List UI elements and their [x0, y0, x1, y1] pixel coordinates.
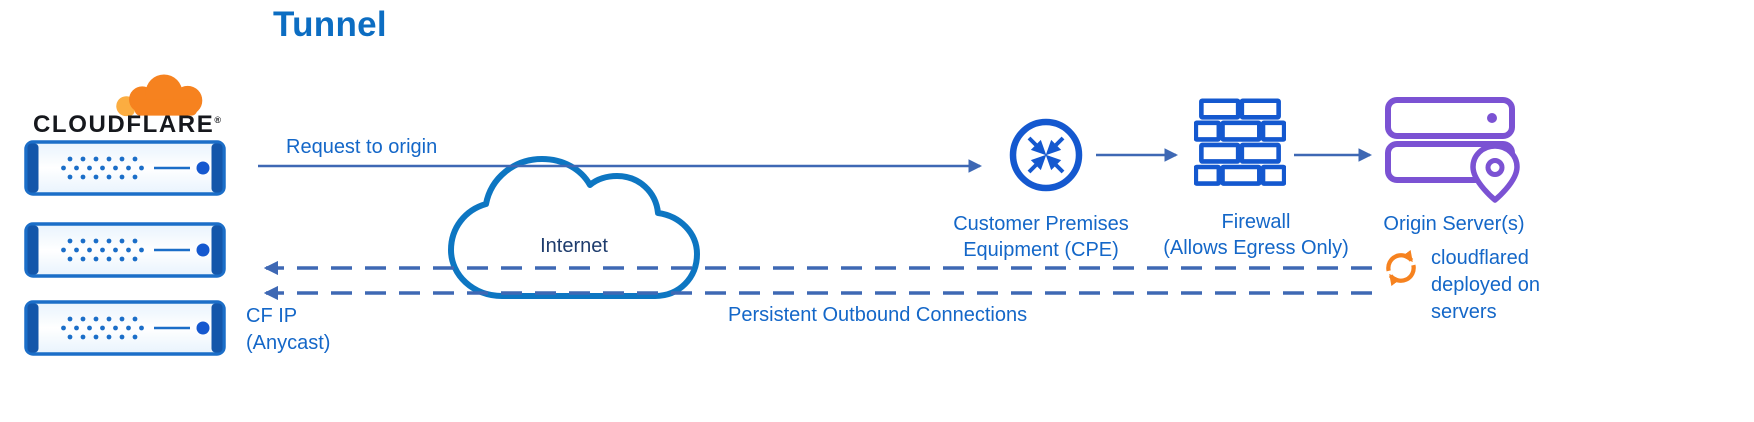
- cloudflared-label-line3: servers: [1431, 301, 1497, 323]
- firewall-bricks: [1194, 98, 1286, 186]
- internet-cloud-icon: [448, 156, 700, 299]
- cloudflare-server-icon: [24, 222, 226, 278]
- cf-ip-anycast-label: CF IP (Anycast): [246, 303, 330, 357]
- server-led-dots: [61, 316, 144, 340]
- origin-servers-label: Origin Server(s): [1383, 213, 1525, 235]
- registered-mark: ®: [214, 115, 223, 125]
- cloudflare-wordmark: CLOUDFLARE®: [33, 111, 223, 139]
- cpe-label-line1: Customer Premises: [953, 213, 1129, 235]
- cpe-to-firewall-arrow: [1096, 148, 1179, 162]
- request-to-origin-arrow: [258, 159, 983, 173]
- origin-servers-icon: [1385, 97, 1520, 203]
- cloudflared-sync-icon: [1386, 249, 1416, 287]
- cloudflared-label-line1: cloudflared: [1431, 247, 1529, 269]
- firewall-label: Firewall (Allows Egress Only): [1136, 209, 1376, 261]
- firewall-icon: [1194, 98, 1286, 186]
- cpe-label-line2: Equipment (CPE): [963, 239, 1119, 261]
- cloudflare-server-icon: [24, 300, 226, 356]
- request-to-origin-label: Request to origin: [286, 136, 438, 158]
- cpe-arrows: [1027, 136, 1065, 174]
- cloudflare-server-icon: [24, 140, 226, 196]
- internet-label: Internet: [540, 235, 608, 257]
- firewall-to-origin-arrow: [1294, 148, 1373, 162]
- cloudflare-cloud-icon: [116, 74, 203, 117]
- diagram-title: Tunnel: [273, 5, 387, 44]
- server-led-dots: [61, 238, 144, 262]
- firewall-label-line2: (Allows Egress Only): [1163, 237, 1349, 259]
- cf-ip-label-line2: (Anycast): [246, 332, 331, 354]
- wordmark-text: CLOUDFLARE: [33, 111, 215, 138]
- cloudflared-label-line2: deployed on: [1431, 274, 1540, 296]
- cloudflared-label: cloudflared deployed on servers: [1431, 245, 1540, 326]
- persistent-outbound-connections-lines: [263, 260, 1372, 301]
- server-led-dots: [61, 156, 144, 180]
- firewall-label-line1: Firewall: [1221, 211, 1291, 233]
- persistent-outbound-label: Persistent Outbound Connections: [728, 304, 1028, 326]
- cf-ip-label-line1: CF IP: [246, 305, 298, 327]
- cpe-label: Customer Premises Equipment (CPE): [936, 211, 1146, 263]
- location-pin-icon: [1470, 143, 1520, 203]
- cloud-main-lobe: [129, 74, 203, 116]
- cpe-icon: [1009, 118, 1083, 192]
